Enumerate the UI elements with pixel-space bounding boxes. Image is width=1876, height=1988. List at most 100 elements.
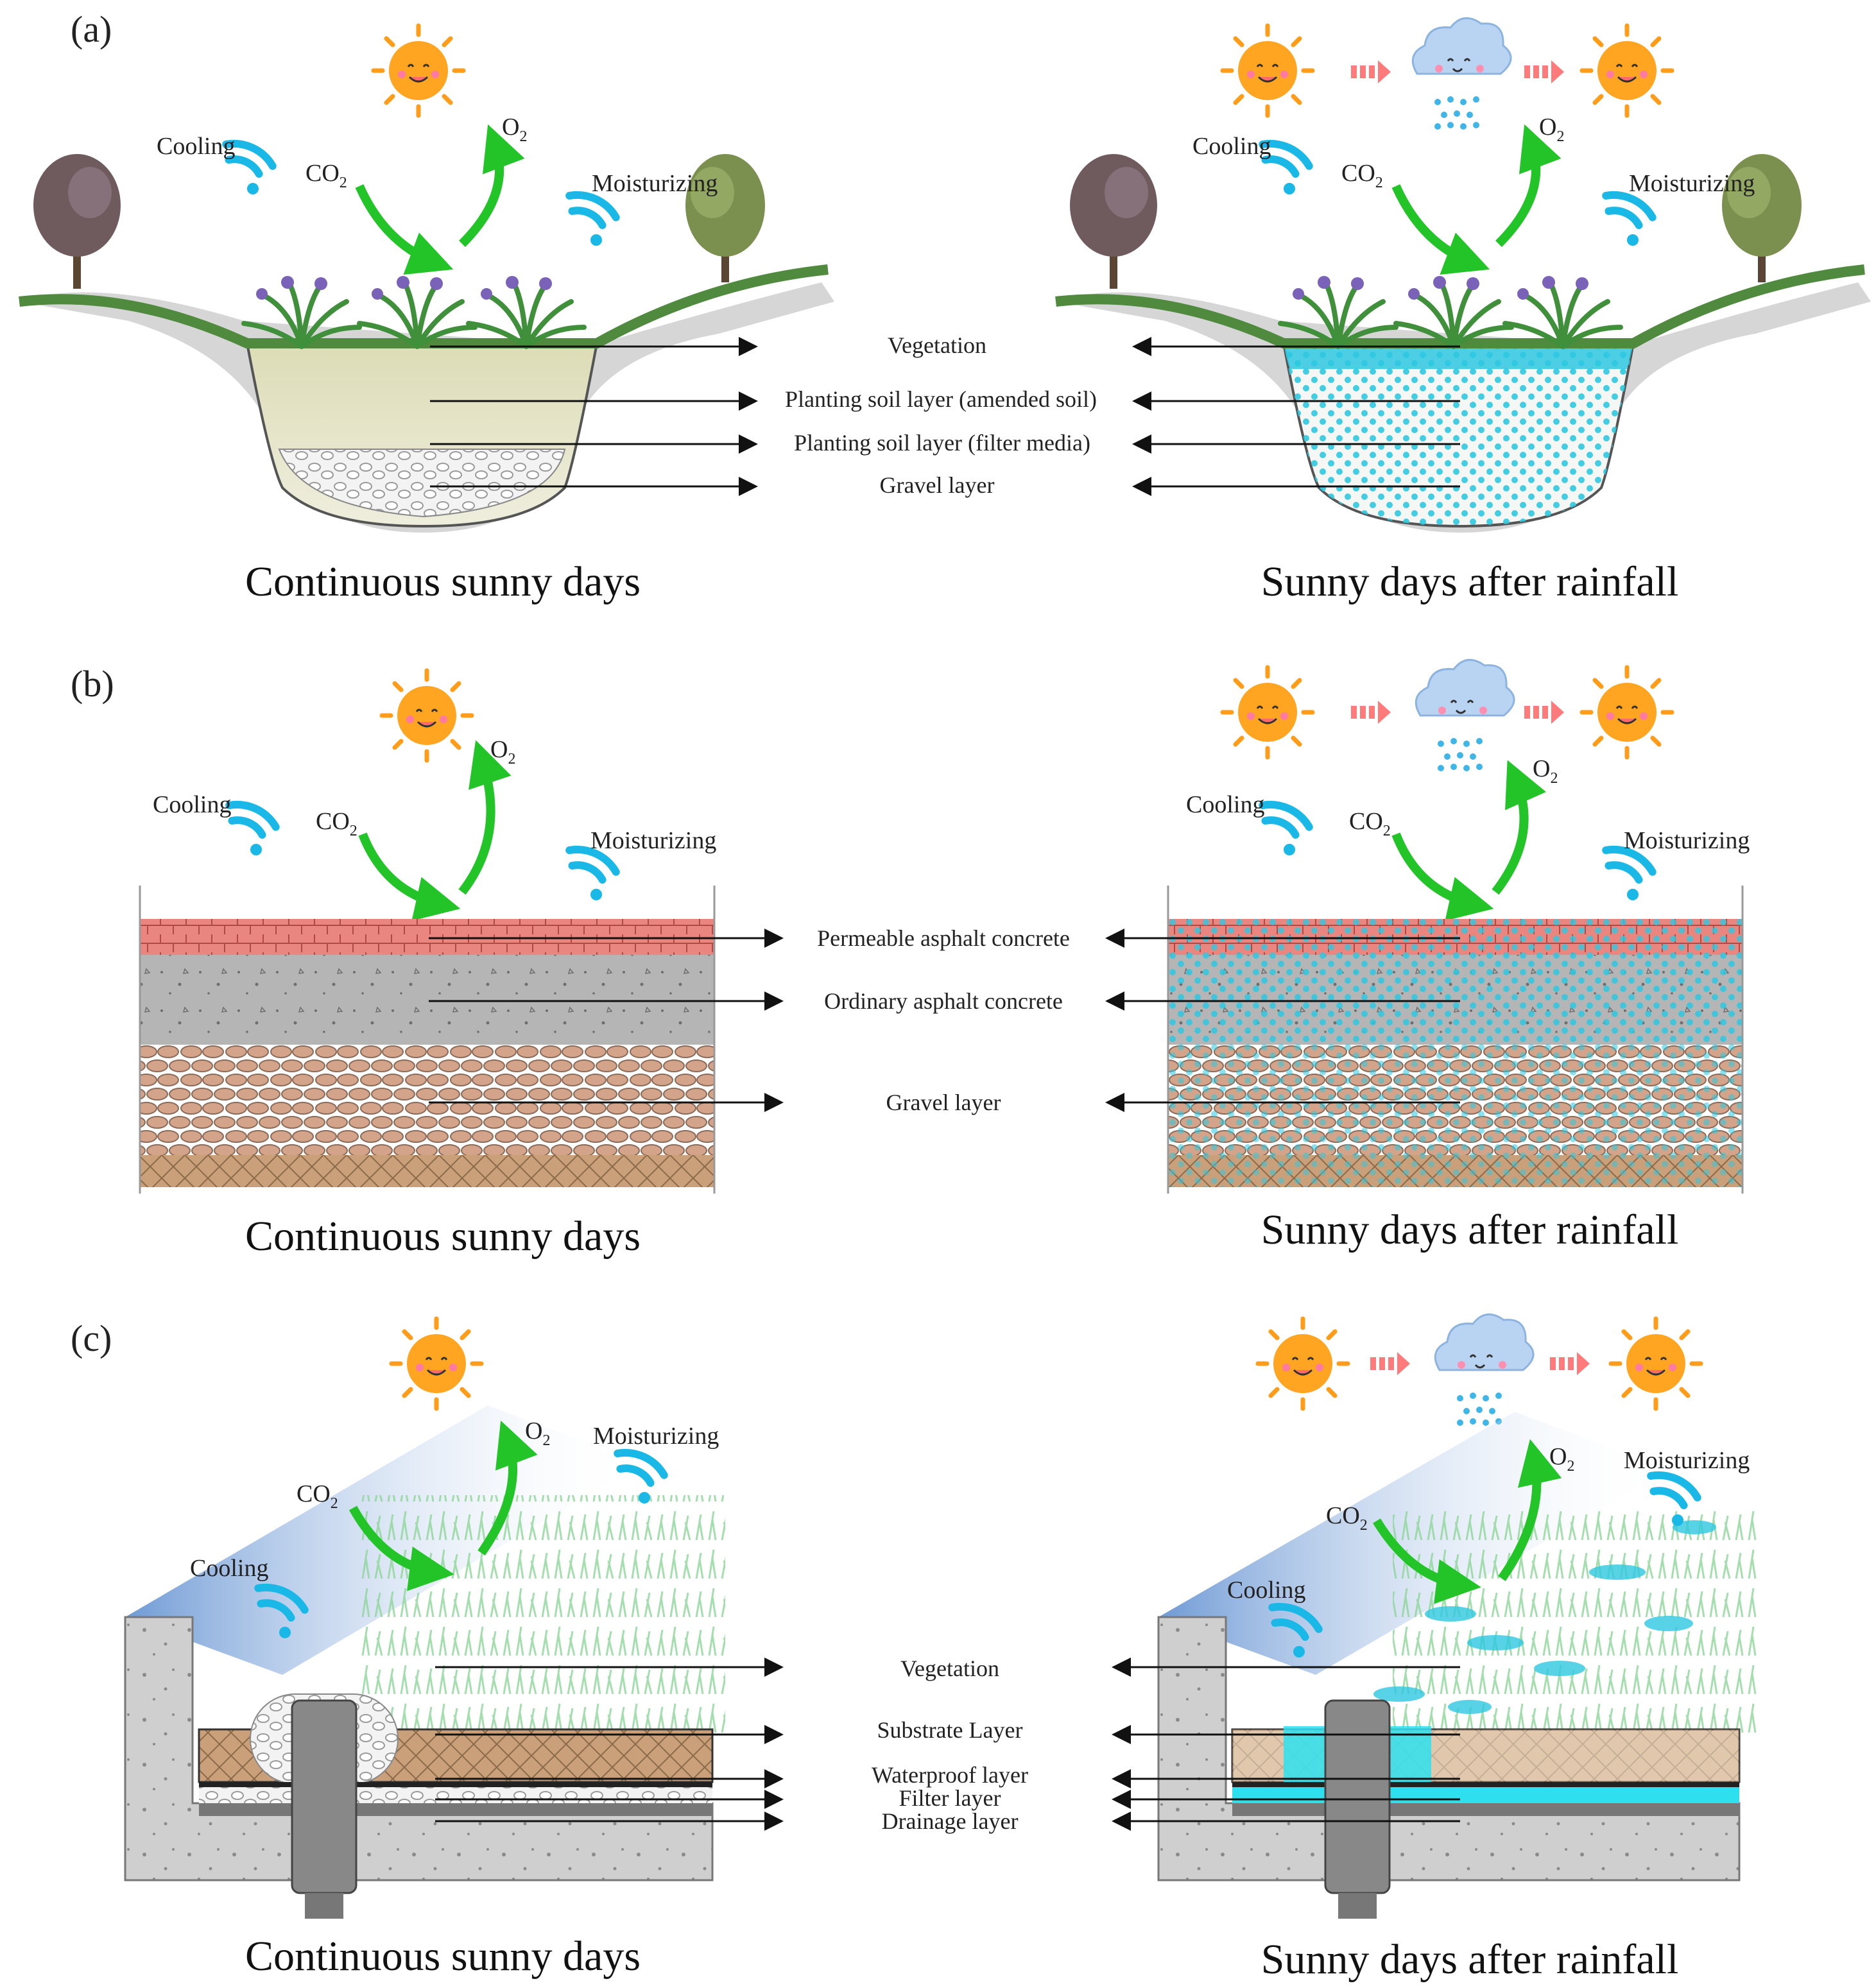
co2-label: CO2 (297, 1480, 338, 1512)
transition-arrow-icon (1524, 701, 1564, 724)
co2-arrow (1373, 1518, 1481, 1604)
grass-vegetation (359, 1495, 725, 1733)
rain-cloud-icon (1411, 17, 1512, 131)
layer-label-gravel: Gravel layer (880, 472, 995, 498)
o2-arrow (478, 1420, 538, 1556)
base-layer (140, 1155, 714, 1187)
panel-a-left-title: Continuous sunny days (245, 558, 641, 605)
sun-icon (374, 26, 463, 116)
drainage-layer (199, 1803, 712, 1816)
ponded-water (1284, 343, 1633, 369)
co2-arrow (1391, 184, 1490, 275)
gravel-layer (278, 449, 566, 518)
panel-c-left-title: Continuous sunny days (245, 1933, 641, 1980)
transition-arrow-icon (1370, 1352, 1410, 1375)
panel-a-right-title: Sunny days after rainfall (1261, 558, 1679, 605)
filter-layer (199, 1787, 712, 1803)
layer-label-filter-media: Planting soil layer (filter media) (794, 430, 1090, 456)
panel-a-left-illustration: Cooling Moisturizing CO2 O2 (19, 26, 834, 533)
sun-icon (1582, 26, 1672, 116)
panel-b-tag: (b) (71, 663, 114, 705)
panel-c-left-illustration: Cooling Moisturizing CO2 O2 (124, 1319, 725, 1919)
o2-label: O2 (1533, 755, 1558, 787)
panel-a-tag: (a) (71, 8, 112, 50)
drainage-layer (1232, 1803, 1739, 1816)
water-droplets (1373, 1520, 1716, 1714)
moisturizing-label: Moisturizing (592, 170, 718, 197)
o2-label: O2 (490, 736, 515, 767)
o2-label: O2 (1539, 114, 1564, 145)
layer-label-permeable-asphalt: Permeable asphalt concrete (817, 925, 1070, 951)
co2-label: CO2 (1341, 160, 1383, 191)
moisturizing-label: Moisturizing (590, 827, 716, 854)
sun-icon (1258, 1319, 1348, 1409)
tree-icon (1070, 154, 1157, 289)
layer-label-vegetation: Vegetation (888, 332, 986, 358)
sun-icon (392, 1319, 481, 1409)
panel-a: (a) Cooling Moisturizing CO2 O2 (19, 8, 1871, 605)
co2-label: CO2 (305, 160, 347, 191)
sun-icon (382, 671, 472, 760)
sun-icon (1582, 667, 1672, 757)
transition-arrow-icon (1351, 60, 1391, 83)
cooling-label: Cooling (153, 791, 231, 818)
panel-c-tag: (c) (71, 1317, 112, 1359)
layer-label-waterproof: Waterproof layer (872, 1762, 1028, 1788)
co2-label: CO2 (1349, 808, 1391, 839)
o2-label: O2 (1549, 1443, 1574, 1475)
tree-icon (33, 154, 121, 289)
cooling-label: Cooling (1227, 1577, 1305, 1604)
panel-b-right-title: Sunny days after rainfall (1261, 1206, 1679, 1253)
panel-b-left-illustration: Cooling Moisturizing CO2 O2 (139, 671, 716, 1194)
layer-label-vegetation: Vegetation (900, 1656, 999, 1681)
ordinary-asphalt-layer (140, 955, 714, 1045)
panel-c: (c) Cooling Moisturizing CO2 O2 (71, 1313, 1759, 1983)
permeable-asphalt-layer (140, 919, 714, 955)
filter-layer (1232, 1787, 1739, 1803)
layer-label-amended-soil: Planting soil layer (amended soil) (785, 386, 1097, 412)
layer-label-drainage: Drainage layer (882, 1808, 1019, 1834)
panel-b: (b) Cooling Moisturizing CO2 O2 (71, 658, 1750, 1260)
panel-c-layer-labels: Vegetation Substrate Layer Waterproof la… (435, 1656, 1460, 1834)
panel-b-left-title: Continuous sunny days (245, 1213, 641, 1260)
co2-arrow (358, 832, 461, 921)
transition-arrow-icon (1524, 60, 1564, 83)
panel-c-right-title: Sunny days after rainfall (1261, 1936, 1679, 1983)
cooling-wifi-icon (229, 798, 279, 855)
sun-icon (1611, 1319, 1701, 1409)
cooling-label: Cooling (1186, 791, 1264, 818)
cooling-wifi-icon (1262, 798, 1312, 855)
gravel-layer (140, 1045, 714, 1155)
co2-label: CO2 (1326, 1502, 1368, 1534)
moisturizing-label: Moisturizing (1624, 827, 1750, 854)
panel-a-layer-labels: Vegetation Planting soil layer (amended … (430, 332, 1460, 498)
plant-icon (469, 276, 584, 347)
moisturizing-wifi-icon (1606, 189, 1656, 246)
plant-icon (1505, 276, 1621, 347)
moisturizing-wifi-icon (569, 189, 619, 246)
rain-cloud-icon (1434, 1313, 1535, 1427)
cooling-label: Cooling (190, 1555, 268, 1582)
drain-pipe (1324, 1699, 1391, 1894)
moisturizing-label: Moisturizing (1624, 1447, 1750, 1474)
o2-label: O2 (525, 1418, 550, 1449)
o2-arrow (458, 740, 512, 895)
cooling-label: Cooling (157, 133, 235, 160)
o2-arrow (1495, 124, 1562, 247)
moisturizing-label: Moisturizing (1629, 170, 1755, 197)
panel-b-layer-labels: Permeable asphalt concrete Ordinary asph… (429, 925, 1460, 1115)
panel-a-right-illustration: Cooling Moisturizing CO2 O2 (1055, 17, 1871, 533)
co2-arrow (1391, 832, 1494, 921)
rain-cloud-icon (1415, 658, 1515, 773)
panel-c-right-illustration: Cooling Moisturizing CO2 O2 (1157, 1313, 1759, 1919)
co2-arrow (355, 184, 454, 275)
o2-label: O2 (502, 114, 527, 145)
panel-b-right-illustration: Cooling Moisturizing CO2 O2 (1167, 658, 1750, 1194)
cooling-label: Cooling (1192, 133, 1271, 160)
waterproof-layer (1232, 1782, 1739, 1787)
layer-label-gravel: Gravel layer (886, 1090, 1001, 1115)
moisturizing-wifi-icon (617, 1446, 667, 1504)
transition-arrow-icon (1550, 1352, 1590, 1375)
o2-arrow (459, 124, 525, 247)
